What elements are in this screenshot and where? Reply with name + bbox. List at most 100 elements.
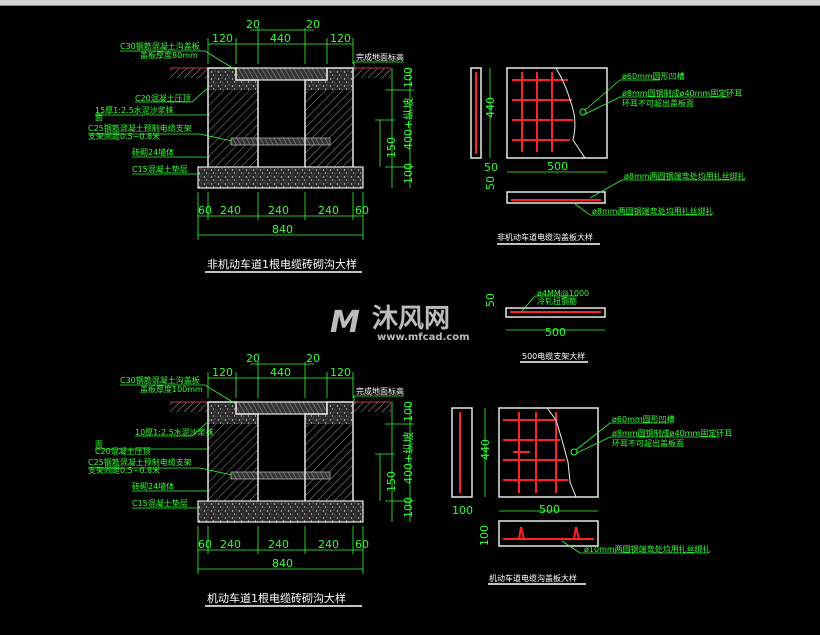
callout-label: 面 bbox=[95, 113, 103, 122]
callout-label: C15混凝土垫层 bbox=[132, 498, 188, 508]
cover-slab bbox=[235, 67, 328, 81]
cable-support bbox=[230, 471, 331, 480]
callout-label: 盖板厚度80mm bbox=[140, 50, 198, 60]
leader bbox=[353, 61, 404, 68]
note: 环耳不可超出盖板面 bbox=[612, 438, 684, 448]
cable-support-detail: 500 50 ø4MM@1000 冷轧扭钢筋 500电缆支架大样 bbox=[484, 289, 606, 363]
brick-wall-right bbox=[305, 424, 353, 501]
dim-height: 440 bbox=[484, 97, 497, 118]
note: ø4MM@1000 bbox=[537, 289, 589, 298]
note: ø8mm两圆钢端弯处均用扎丝绑扎 bbox=[624, 171, 746, 181]
dim-top: 440 bbox=[270, 366, 291, 379]
drawing-title: 机动车道电缆沟盖板大样 bbox=[489, 573, 577, 583]
dim-right: 400+纵坡 bbox=[402, 432, 415, 484]
leader-lines bbox=[88, 50, 237, 175]
callout-label: C30钢筋混凝土沟盖板 bbox=[120, 375, 200, 385]
callout-label: C25钢筋混凝土预制电缆支架 bbox=[88, 457, 192, 467]
rebar-grid bbox=[512, 72, 573, 152]
dim-bottom: 60 bbox=[355, 204, 369, 217]
dim-top: 120 bbox=[330, 32, 351, 45]
concrete-base bbox=[197, 500, 364, 523]
drawing-title: 机动车道1根电缆砖砌沟大样 bbox=[207, 591, 346, 605]
callout-label: C20混凝土压顶 bbox=[135, 93, 191, 103]
concrete-base bbox=[197, 166, 364, 189]
slab-plan-view bbox=[506, 67, 608, 159]
dim-section-thickness: 100 bbox=[478, 525, 491, 546]
cover-slab bbox=[235, 401, 328, 415]
dim-right: 100 bbox=[402, 401, 415, 422]
dim-gap: 20 bbox=[246, 18, 260, 31]
callout-label: 10厚1:2.5水泥沙浆抹 bbox=[135, 427, 214, 437]
drawing-title: 非机动车道电缆沟盖板大样 bbox=[497, 232, 593, 242]
dim-side-thickness: 100 bbox=[452, 504, 473, 517]
dim-bottom: 240 bbox=[318, 538, 339, 551]
cover-slab-detail-non-motor: 440 500 50 50 ø60mm圆形凹槽 ø8mm圆钢制成ø40mm固定环… bbox=[470, 67, 746, 245]
dim-bottom: 60 bbox=[355, 538, 369, 551]
dim-lines bbox=[207, 362, 354, 398]
note: ø8mm圆钢制成ø40mm固定环耳 bbox=[622, 88, 742, 98]
callout-label: C30钢筋混凝土沟盖板 bbox=[120, 41, 200, 51]
cable-support bbox=[230, 137, 331, 146]
dim-right: 150 bbox=[385, 471, 398, 492]
dim-top: 120 bbox=[330, 366, 351, 379]
dim-width: 500 bbox=[547, 160, 568, 173]
dim-height: 50 bbox=[484, 293, 497, 307]
dim-bottom: 60 bbox=[198, 204, 212, 217]
note: 冷轧扭钢筋 bbox=[537, 296, 577, 306]
note: ø10mm两圆钢端弯处均用扎丝绑扎 bbox=[584, 544, 711, 554]
dim-right: 150 bbox=[385, 137, 398, 158]
dim-lines bbox=[375, 68, 414, 188]
svg-text:M: M bbox=[330, 305, 360, 340]
note: ø60mm圆形凹槽 bbox=[622, 71, 685, 81]
dim-right: 100 bbox=[402, 67, 415, 88]
callout-label: 砖砌24墙体 bbox=[132, 147, 174, 157]
ground-hatch bbox=[170, 402, 208, 412]
callout-label: C20混凝土压顶 bbox=[95, 446, 151, 456]
watermark-brand: 沐风网 bbox=[372, 304, 450, 334]
callout-label: 面 bbox=[95, 440, 103, 449]
dim-bottom: 240 bbox=[318, 204, 339, 217]
dim-bottom: 60 bbox=[198, 538, 212, 551]
brick-wall-left bbox=[208, 424, 258, 501]
dim-gap: 20 bbox=[306, 18, 320, 31]
dim-section-thickness: 50 bbox=[484, 176, 497, 190]
dim-lines bbox=[197, 526, 364, 574]
dim-width: 500 bbox=[539, 503, 560, 516]
dim-side-thickness: 50 bbox=[484, 161, 498, 174]
cover-slab-detail-motor: 440 500 100 100 ø60mm圆形凹槽 ø8mm圆钢制成ø40mm固… bbox=[451, 407, 732, 585]
dim-lines bbox=[207, 28, 354, 64]
ground-hatch bbox=[353, 68, 391, 78]
dim-width: 500 bbox=[545, 326, 566, 339]
watermark-logo: M 沐风网 www.mfcad.com bbox=[330, 304, 470, 343]
leader-lines bbox=[88, 384, 237, 509]
callout-label: C25钢筋混凝土预制电缆支架 bbox=[88, 123, 192, 133]
wall-outline bbox=[207, 401, 354, 501]
dim-lines bbox=[375, 402, 414, 522]
dim-bottom: 240 bbox=[220, 538, 241, 551]
callout-label: 盖板厚度100mm bbox=[140, 384, 203, 394]
lifting-ring-icon bbox=[570, 448, 578, 456]
brick-wall-left bbox=[208, 90, 258, 167]
dim-gap: 20 bbox=[246, 352, 260, 365]
brick-wall-right bbox=[305, 90, 353, 167]
dim-top: 440 bbox=[270, 32, 291, 45]
watermark-url: www.mfcad.com bbox=[377, 332, 470, 343]
drawing-title: 500电缆支架大样 bbox=[522, 351, 585, 361]
lifting-ring-icon bbox=[579, 108, 587, 116]
dim-bottom: 240 bbox=[220, 204, 241, 217]
note: ø60mm圆形凹槽 bbox=[612, 414, 675, 424]
top-toolbar-strip bbox=[0, 0, 820, 6]
note: ø8mm圆钢制成ø40mm固定环耳 bbox=[612, 428, 732, 438]
wall-outline bbox=[207, 67, 354, 167]
dim-bottom: 240 bbox=[268, 538, 289, 551]
callout-label: 支架间距0.5~0.8米 bbox=[88, 465, 160, 475]
leader bbox=[353, 395, 404, 402]
dim-lines bbox=[197, 192, 364, 240]
drawing-title: 非机动车道1根电缆砖砌沟大样 bbox=[207, 257, 357, 271]
slab-section-view bbox=[506, 191, 606, 204]
dim-right: 100 bbox=[402, 163, 415, 184]
dim-top: 120 bbox=[212, 32, 233, 45]
dim-height: 440 bbox=[479, 439, 492, 460]
